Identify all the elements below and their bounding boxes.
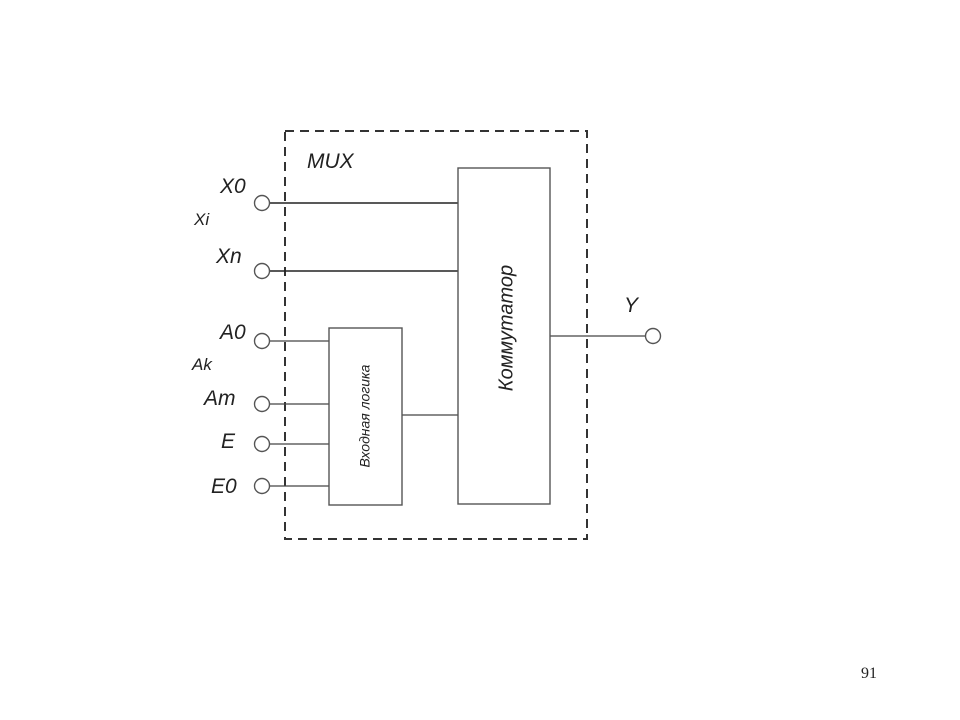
am-pin — [253, 395, 271, 413]
switch-label: Коммутатор — [495, 265, 517, 391]
e-pin — [253, 435, 271, 453]
input-logic-block — [328, 327, 403, 506]
ak-label: Ak — [191, 355, 213, 374]
mux-title: MUX — [307, 150, 355, 173]
am-label: Am — [202, 387, 236, 410]
xn-label: Xn — [215, 245, 242, 268]
x0-label: X0 — [219, 175, 246, 198]
a0-label: A0 — [218, 321, 246, 344]
input-logic-label: Входная логика — [357, 364, 373, 467]
a0-pin — [253, 332, 271, 350]
x0-pin — [253, 194, 271, 212]
e0-label: E0 — [211, 475, 237, 498]
e0-pin — [253, 477, 271, 495]
y-label: Y — [624, 294, 640, 317]
y-pin — [644, 327, 662, 345]
e-label: E — [221, 430, 236, 453]
switch-block — [457, 167, 551, 505]
xn-pin — [253, 262, 271, 280]
xi-label: Xi — [193, 210, 210, 229]
page-number: 91 — [861, 665, 877, 682]
mux-boundary — [284, 130, 588, 540]
